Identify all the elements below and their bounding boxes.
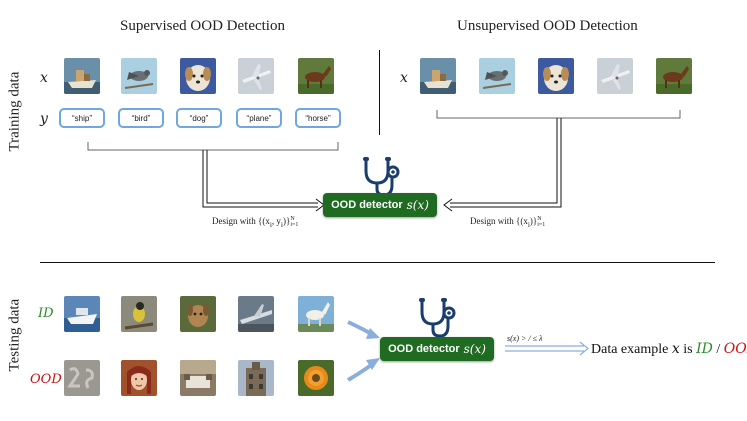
unsup-image-ship [420,58,456,94]
unsup-image-bird [479,58,515,94]
unsup-image-dog [538,58,574,94]
unsup-image-horse [656,58,692,94]
unsup-image-plane [597,58,633,94]
train-image-dog [180,58,216,94]
detector-label: OOD detector [331,199,403,211]
stethoscope-icon [419,298,456,338]
detector-fn: s(x) [463,342,486,356]
result-text: Data example x is ID / OOD. [591,341,747,357]
horizontal-divider [40,262,715,263]
label-box-ship: “ship” [59,108,105,128]
test-id-image-plane [238,296,274,332]
detector-label: OOD detector [388,343,460,355]
vertical-divider [379,50,380,135]
test-id-image-horse [298,296,334,332]
supervised-y-var: y [40,111,48,127]
test-ood-image-flower [298,360,334,396]
train-image-horse [298,58,334,94]
id-tag: ID [38,306,54,321]
threshold-annotation: s(x) > / ≤ λ [507,334,543,343]
test-id-image-boat [64,296,100,332]
test-ood-image-building [238,360,274,396]
train-image-bird [121,58,157,94]
label-box-horse: “horse” [295,108,341,128]
detector-fn: s(x) [406,198,429,212]
train-image-plane [238,58,274,94]
supervised-title: Supervised OOD Detection [120,18,285,34]
train-image-ship [64,58,100,94]
label-box-dog: “dog” [176,108,222,128]
test-id-image-bird [121,296,157,332]
unsupervised-x-var: x [400,70,408,86]
unsupervised-title: Unsupervised OOD Detection [457,18,638,34]
label-box-plane: “plane” [236,108,282,128]
stethoscope-icon [363,157,400,197]
test-ood-image-bedroom [180,360,216,396]
test-ood-image-face [121,360,157,396]
supervised-x-var: x [40,70,48,86]
test-id-image-dog [180,296,216,332]
test-ood-image-digits [64,360,100,396]
ood-tag: OOD [30,372,62,387]
label-box-bird: “bird” [118,108,164,128]
